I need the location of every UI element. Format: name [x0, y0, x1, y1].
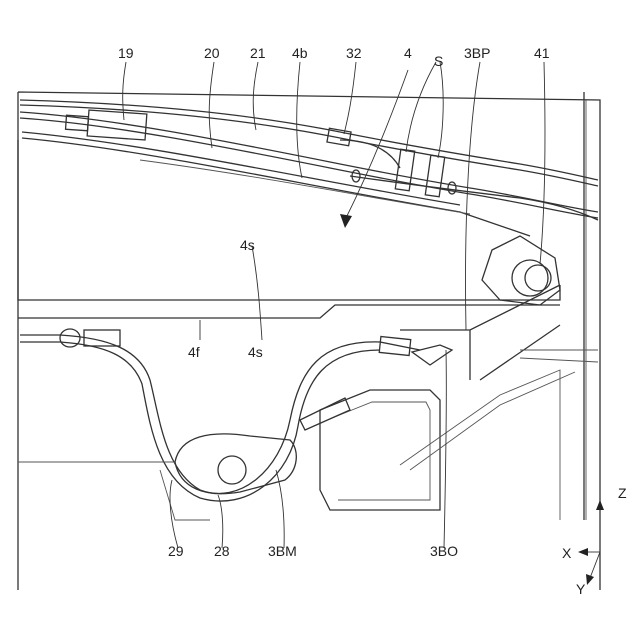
panel-4f-lower-edge [18, 305, 560, 318]
label-4f: 4f [188, 344, 200, 360]
leader-4s [252, 246, 262, 340]
leader-19 [123, 62, 126, 120]
cable-28 [20, 342, 380, 501]
bracket-3bm-hole [218, 456, 246, 484]
leader-4b [297, 62, 302, 178]
clip-s-right [425, 155, 444, 197]
connector-3bo-body [379, 336, 411, 355]
leader-3bo [444, 350, 446, 548]
connector-29-end [60, 329, 80, 347]
connector-19 [87, 110, 147, 140]
leader-3bp [466, 62, 480, 330]
panel-4b-line [140, 160, 470, 214]
axis-z-arrow [596, 500, 604, 510]
leader-21 [253, 62, 258, 130]
panel-4s-face [18, 140, 560, 300]
cable-29 [20, 335, 420, 494]
clip-32 [327, 128, 351, 146]
pointer-4-head [340, 214, 352, 228]
leader-41 [540, 62, 545, 264]
frame-outline [18, 92, 600, 590]
label-3bm: 3BM [268, 543, 297, 559]
label-4s-top: 4s [240, 237, 255, 253]
coordinate-axes: Z X Y [562, 485, 627, 597]
part-41-circle-inner [525, 265, 551, 291]
axis-y-label: Y [576, 581, 586, 597]
label-21: 21 [250, 45, 266, 61]
label-3bo: 3BO [430, 543, 458, 559]
label-32: 32 [346, 45, 362, 61]
axis-x-arrow [578, 548, 588, 556]
housing-inner [332, 402, 430, 500]
leader-s-1 [406, 62, 436, 152]
label-4b: 4b [292, 45, 308, 61]
axis-z-label: Z [618, 485, 627, 501]
label-s: S [434, 53, 443, 69]
axis-y-arrow [586, 574, 594, 585]
leader-28 [218, 495, 223, 548]
cable-end-right [448, 182, 456, 194]
label-41: 41 [534, 45, 550, 61]
label-29: 29 [168, 543, 184, 559]
leader-32 [344, 62, 356, 134]
housing-slot [300, 398, 350, 430]
leader-s-2 [438, 62, 443, 158]
lower-right-rails [400, 370, 575, 520]
label-3bp: 3BP [464, 45, 490, 61]
label-20: 20 [204, 45, 220, 61]
label-28: 28 [214, 543, 230, 559]
axis-y-line [590, 552, 600, 578]
leader-20 [209, 62, 214, 148]
cable-21 [20, 105, 598, 186]
axis-x-label: X [562, 545, 572, 561]
label-4s: 4s [248, 344, 263, 360]
cable-lower-right [350, 176, 598, 220]
lower-panel-edge [18, 462, 210, 520]
leader-29 [170, 480, 178, 548]
label-19: 19 [118, 45, 134, 61]
label-4: 4 [404, 45, 412, 61]
bracket-3bp [400, 285, 560, 380]
